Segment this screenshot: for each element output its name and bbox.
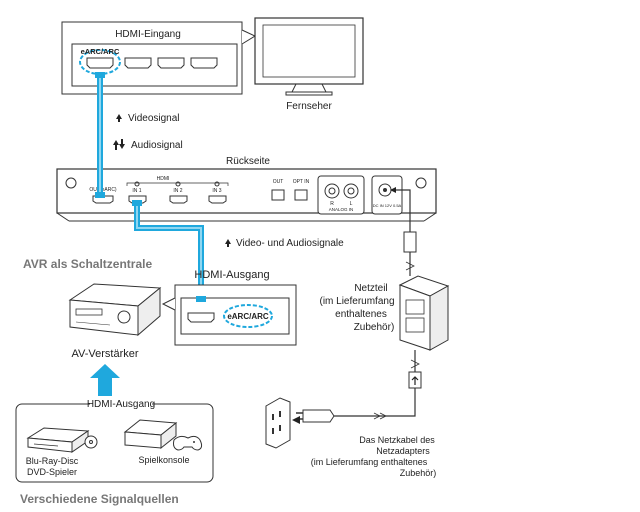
in1-indicator <box>134 181 140 187</box>
avr-hub-label: AVR als Schaltzentrale <box>23 257 152 271</box>
analog-l-label: L <box>350 201 353 207</box>
rear-in3-label: IN 3 <box>212 188 221 194</box>
hdmi-port <box>190 57 218 69</box>
video-audio-arrow <box>225 239 231 247</box>
av-receiver-icon <box>68 283 162 337</box>
wall-outlet-icon <box>265 397 291 449</box>
tv-label: Fernseher <box>286 101 332 112</box>
in3-indicator <box>214 181 220 187</box>
power-adapter-line-3: enthaltenes <box>335 309 387 320</box>
earc-label-2: eARC/ARC <box>227 312 269 321</box>
cable-line-2: Netzadapters <box>376 446 430 456</box>
console-label: Spielkonsole <box>138 455 189 465</box>
rear-in2-label: IN 2 <box>173 188 182 194</box>
av-receiver-label: AV-Verstärker <box>71 348 138 360</box>
hdmi-cable-tv-to-avr <box>95 72 105 198</box>
hdmi-port-earc <box>86 57 114 69</box>
power-adapter-line-4: Zubehör) <box>354 322 395 333</box>
bluray-label-2: DVD-Spieler <box>27 467 77 477</box>
power-adapter-line-2: (im Lieferumfang <box>319 296 394 307</box>
video-signal-label: Videosignal <box>128 113 180 124</box>
in2-indicator <box>175 181 181 187</box>
hdmi-port <box>124 57 152 69</box>
optical-in-port <box>294 189 308 201</box>
hdmi-cable-avr-to-receiver <box>132 200 204 300</box>
cable-line-4: Zubehör) <box>400 468 437 478</box>
rear-opt-in-label: OPT IN <box>293 179 310 185</box>
rear-hdmi-label: HDMI <box>157 176 170 182</box>
rear-opt-out-label: OUT <box>273 179 284 185</box>
audio-signal-arrows <box>113 139 125 150</box>
power-cable <box>334 350 422 420</box>
optical-out-port <box>271 189 285 201</box>
hdmi-output-label: HDMI-Ausgang <box>194 269 269 281</box>
blue-up-arrow <box>90 364 120 396</box>
power-adapter-icon <box>398 275 450 351</box>
earc-highlight-ring-2 <box>223 304 273 328</box>
analog-r-label: R <box>330 201 334 207</box>
tv-hdmi-input-callout: HDMI-Eingang eARC/ARC <box>61 21 257 95</box>
video-audio-label: Video- und Audiosignale <box>236 238 344 249</box>
bluray-player-icon <box>26 427 90 453</box>
hdmi-input-label: HDMI-Eingang <box>115 29 181 40</box>
mains-plug-icon <box>292 409 335 424</box>
sources-label: Verschiedene Signalquellen <box>20 492 179 506</box>
tv-icon <box>254 17 364 96</box>
power-adapter-line-1: Netzteil <box>354 283 387 294</box>
rear-label: Rückseite <box>226 156 270 167</box>
game-console-icon <box>123 419 203 451</box>
rear-in3-port <box>208 195 227 204</box>
analog-in-label: ANALOG IN <box>329 207 354 212</box>
video-signal-arrow <box>116 114 122 122</box>
receiver-hdmi-output-callout: eARC/ARC <box>161 284 297 346</box>
dc-plug <box>390 187 417 276</box>
audio-signal-label: Audiosignal <box>131 140 183 151</box>
earc-label: eARC/ARC <box>81 47 120 56</box>
rear-in2-port <box>169 195 188 204</box>
sources-hdmi-output-label: HDMI-Ausgang <box>87 399 155 410</box>
hdmi-port <box>157 57 185 69</box>
disc-icon <box>84 435 98 449</box>
rear-out-label: OUT(eARC) <box>89 187 117 193</box>
cable-line-1: Das Netzkabel des <box>359 435 435 445</box>
cable-line-3: (im Lieferumfang enthaltenes <box>311 457 428 467</box>
dc-in-label: DC IN 12V 0.5A <box>373 203 402 208</box>
rear-in1-label: IN 1 <box>132 188 141 194</box>
bluray-label-1: Blu-Ray-Disc <box>26 456 79 466</box>
sources-box <box>15 403 214 483</box>
